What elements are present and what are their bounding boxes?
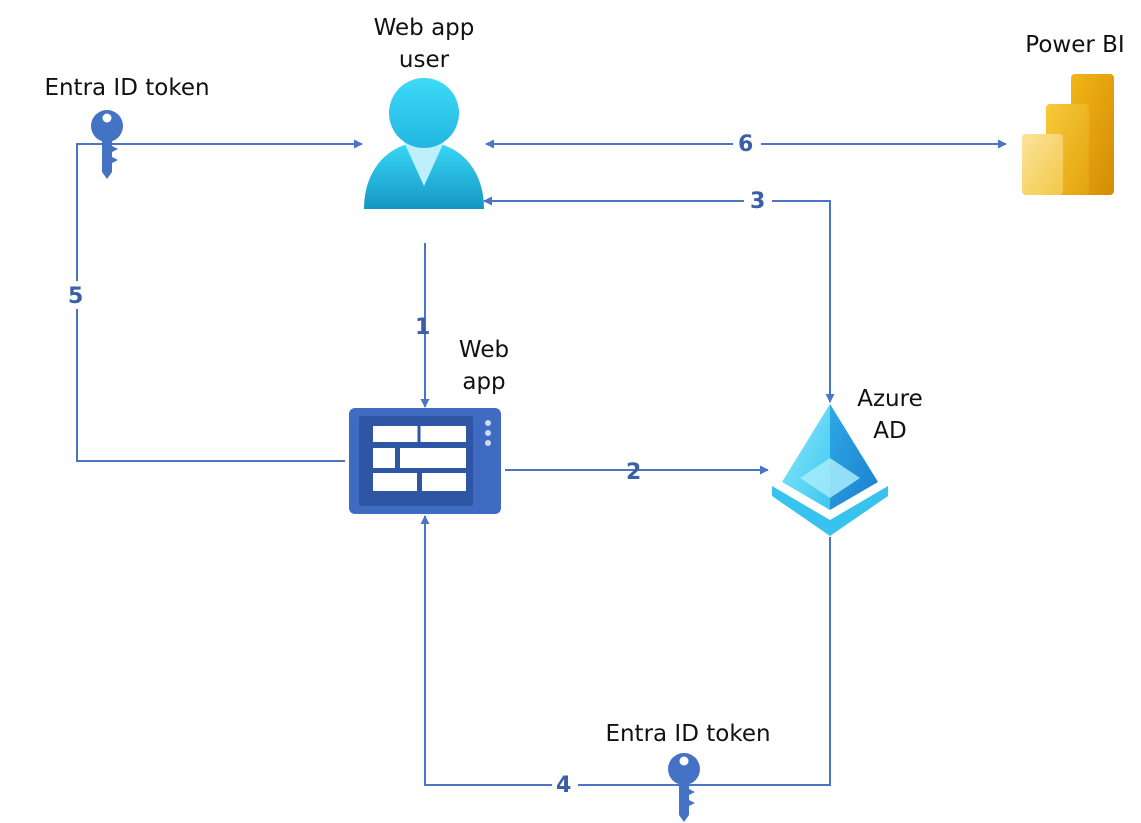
- step-number-2: 2: [626, 460, 641, 485]
- web-app-user-node[interactable]: Web app user: [364, 15, 484, 209]
- key-icon: [668, 753, 700, 822]
- step-number-5: 5: [68, 284, 83, 309]
- key-icon: [91, 110, 123, 179]
- web-app-label-line2: app: [462, 369, 505, 395]
- step-number-6: 6: [738, 132, 753, 157]
- step-number-3: 3: [750, 189, 765, 214]
- connector-step-5: [76, 139, 363, 462]
- azure-ad-label-line2: AD: [873, 418, 906, 444]
- web-app-label-line1: Web: [459, 337, 509, 363]
- azure-ad-node[interactable]: Azure AD: [772, 386, 923, 536]
- entra-id-token-bottom: Entra ID token: [605, 721, 771, 822]
- user-label-line2: user: [399, 47, 450, 73]
- step-5-label-backdrop: [64, 281, 90, 309]
- step-4-label-backdrop: [552, 772, 578, 798]
- connector-step-3: [483, 196, 835, 403]
- token-top-label: Entra ID token: [44, 75, 209, 101]
- web-app-icon: [349, 408, 501, 514]
- power-bi-label: Power BI: [1025, 32, 1124, 58]
- step-6-label-backdrop: [733, 131, 761, 157]
- entra-id-token-top: Entra ID token: [44, 75, 210, 179]
- user-label-line1: Web app: [374, 15, 475, 41]
- azure-ad-label-line1: Azure: [857, 386, 923, 412]
- token-bottom-label: Entra ID token: [605, 721, 770, 747]
- step-number-4: 4: [556, 773, 571, 798]
- azure-ad-icon: [772, 404, 888, 536]
- user-icon: [364, 78, 484, 209]
- web-app-node[interactable]: Web app: [349, 337, 509, 514]
- power-bi-node[interactable]: Power BI: [1022, 32, 1125, 195]
- connector-step-4: [420, 515, 831, 786]
- power-bi-icon: [1022, 74, 1114, 195]
- step-3-label-backdrop: [744, 188, 772, 214]
- step-number-1: 1: [415, 315, 430, 340]
